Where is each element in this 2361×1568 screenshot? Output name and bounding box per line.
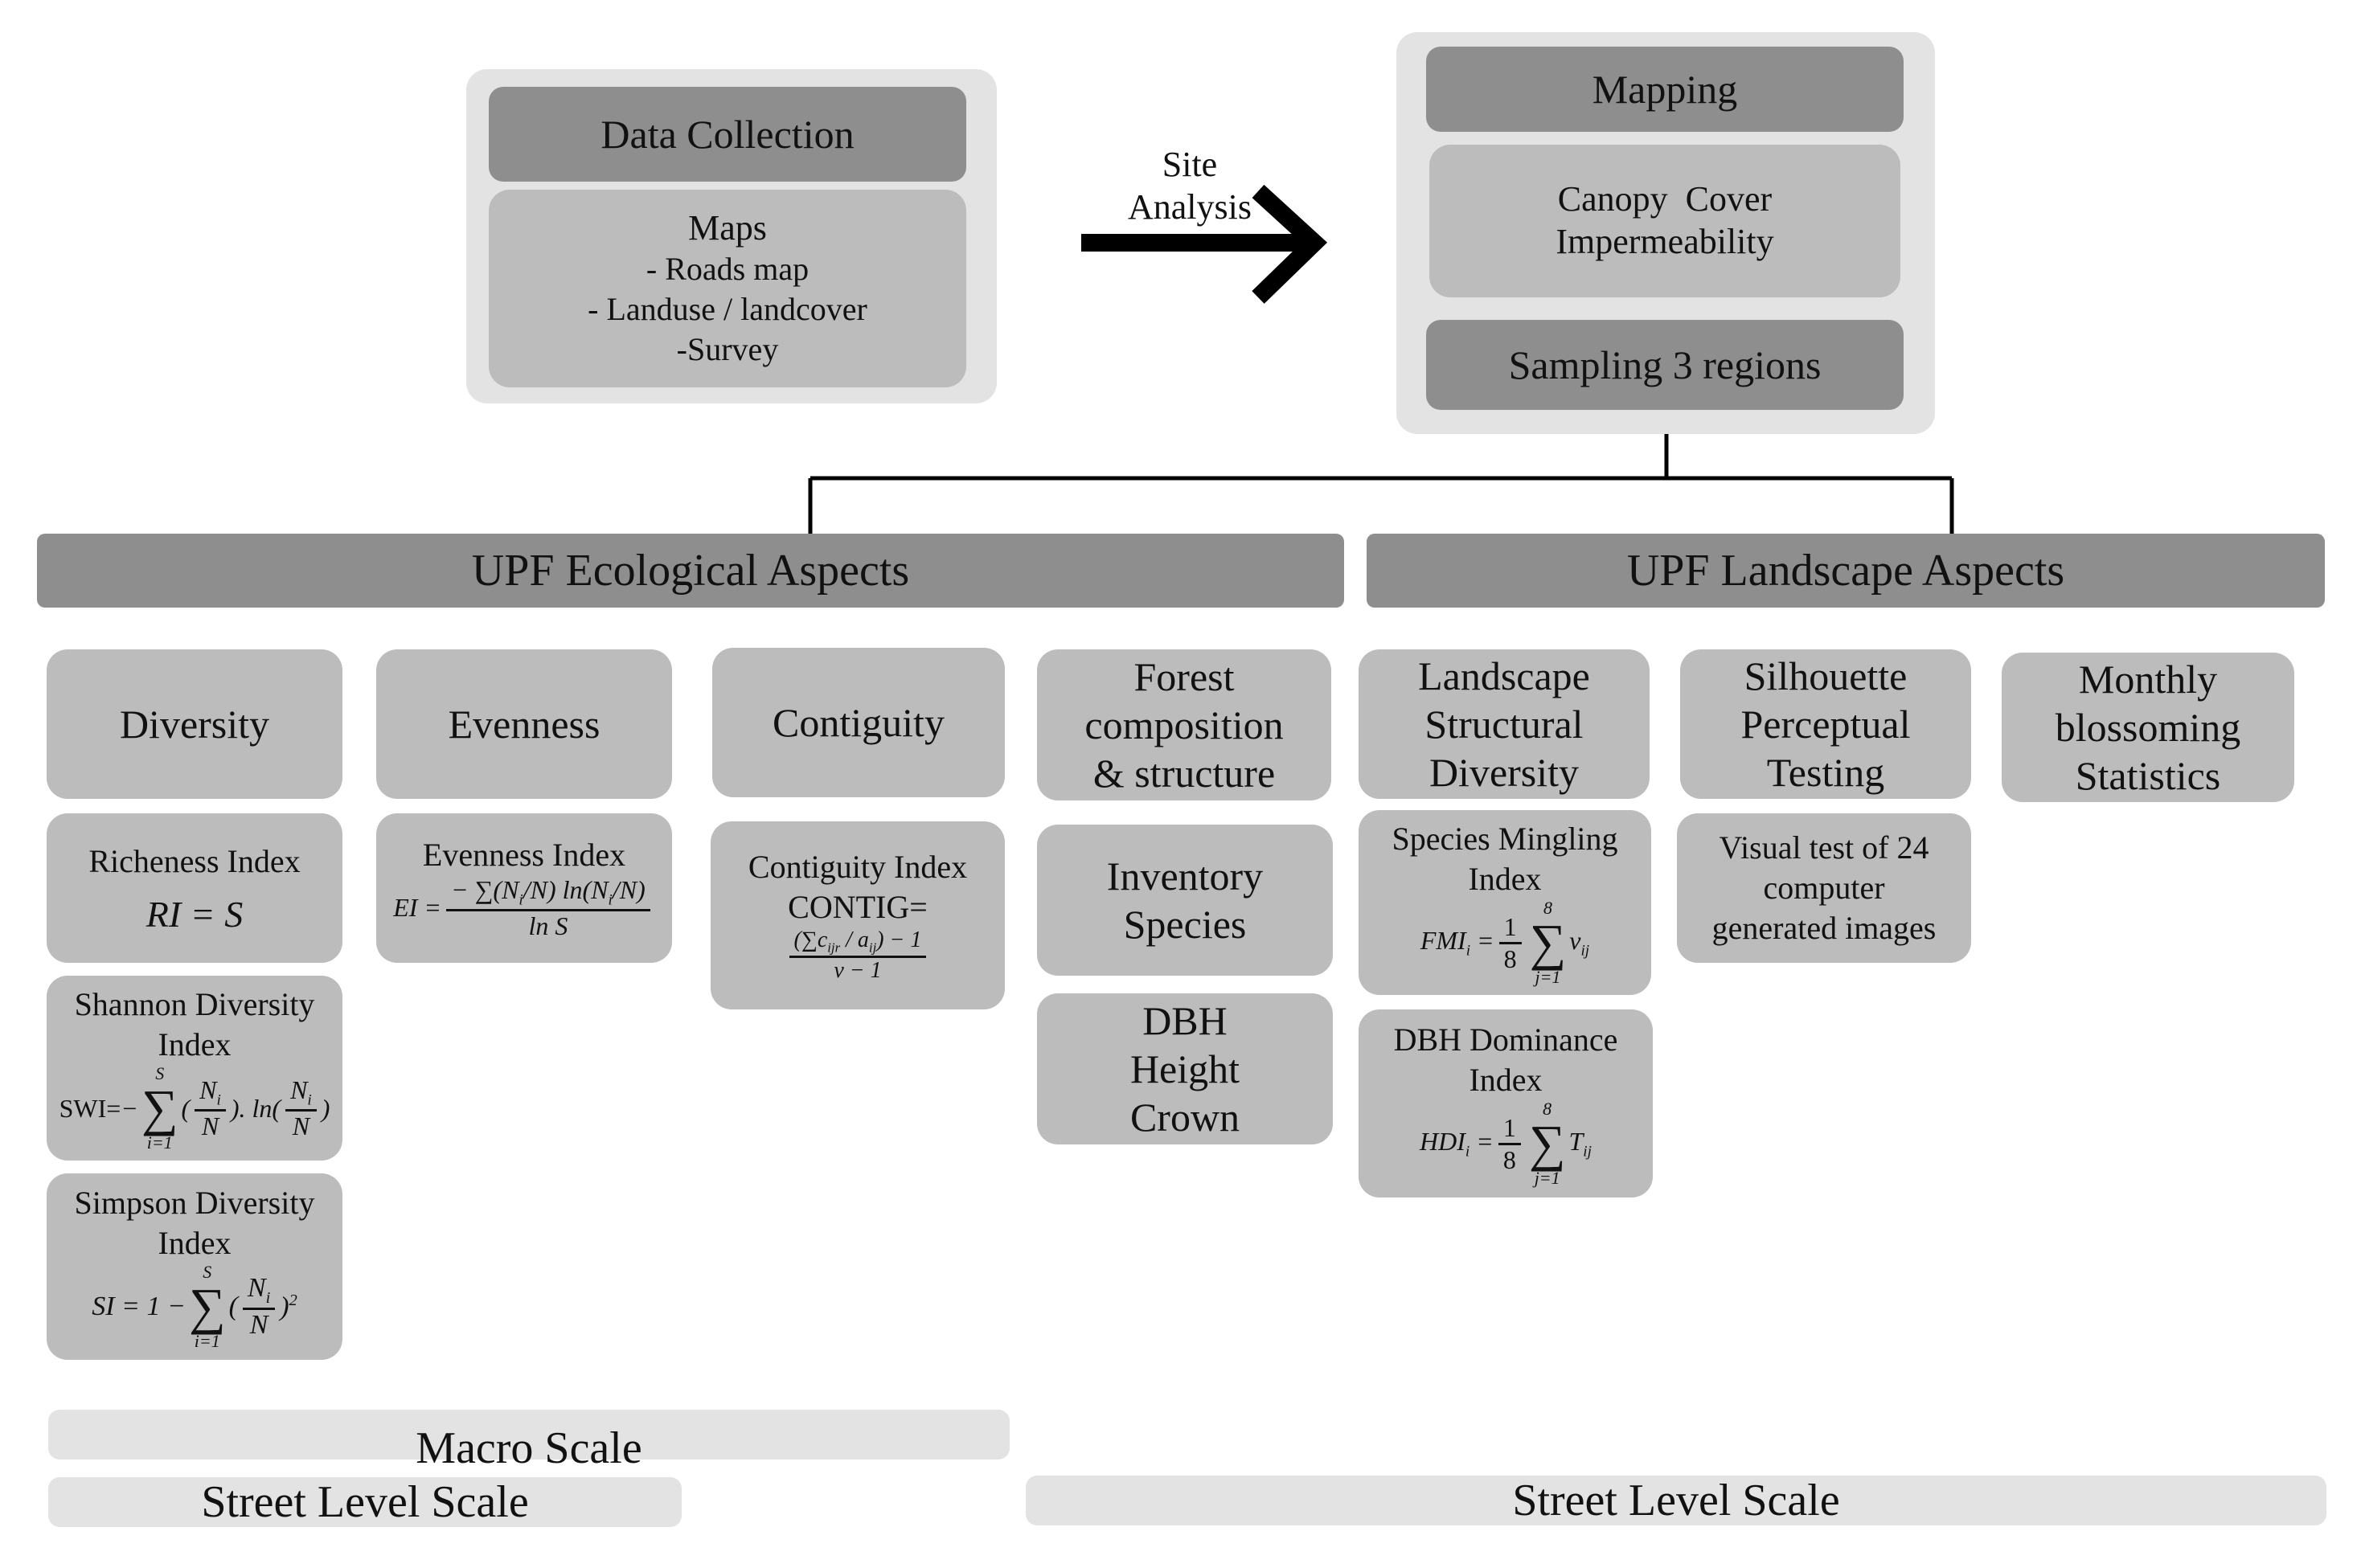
landscape-aspects-header: UPF Landscape Aspects [1367,534,2325,608]
forest-line-2: composition [1084,702,1284,747]
landscape-structural-box: Landscape Structural Diversity [1359,649,1650,799]
contiguity-formula-label: CONTIG= [788,888,928,925]
dbh-dominance-title-2: Index [1469,1062,1543,1098]
species-label: Species [1123,902,1247,947]
landscape-line-3: Diversity [1428,750,1580,795]
dbh-dominance-title-1: DBH Dominance [1393,1021,1618,1058]
silhouette-line-1: Silhouette [1744,653,1908,698]
crown-label: Crown [1129,1095,1240,1140]
shannon-prefix: SWI= [59,1093,121,1123]
maps-item-roads: - Roads map [646,251,810,288]
mapping-title: Mapping [1426,47,1904,132]
contiguity-box: Contiguity [712,648,1005,797]
maps-item-landuse: - Landuse / landcover [588,291,867,328]
evenness-index-title: Evenness Index [422,836,626,873]
mingling-title-1: Species Mingling [1392,821,1618,857]
inventory-species-box: Inventory Species [1037,825,1333,976]
street-level-scale-left: Street Level Scale [48,1477,682,1527]
evenness-box: Evenness [376,649,672,799]
richness-index-box: Richeness Index RI = S [47,813,342,963]
visual-test-box: Visual test of 24 computer generated ima… [1677,813,1971,963]
visual-test-line-2: computer [1763,870,1885,906]
silhouette-testing-box: Silhouette Perceptual Testing [1680,649,1971,799]
forest-line-3: & structure [1092,751,1276,796]
simpson-index-box: Simpson Diversity Index SI = 1 − S∑i=1 (… [47,1173,342,1360]
dbh-height-crown-box: DBH Height Crown [1037,993,1333,1144]
mingling-title-2: Index [1468,861,1542,897]
monthly-line-1: Monthly [2078,657,2218,702]
impermeability-label: Impermeability [1556,222,1774,261]
site-label: Site [1162,145,1218,185]
inventory-label: Inventory [1106,854,1264,899]
data-collection-title: Data Collection [489,87,966,182]
diversity-box: Diversity [47,649,342,799]
ecological-aspects-header: UPF Ecological Aspects [37,534,1344,608]
maps-heading: Maps [688,207,767,248]
canopy-cover-label: Canopy Cover [1557,179,1773,219]
height-label: Height [1129,1046,1240,1091]
silhouette-line-3: Testing [1766,750,1885,795]
monthly-line-3: Statistics [2075,753,2221,798]
analysis-label: Analysis [1128,187,1252,227]
monthly-line-2: blossoming [2055,705,2241,750]
contiguity-index-box: Contiguity Index CONTIG= (∑cijr / aij) −… [711,821,1005,1009]
landscape-line-2: Structural [1424,702,1584,747]
contiguity-index-title: Contiguity Index [748,848,968,885]
monthly-blossoming-box: Monthly blossoming Statistics [2002,653,2294,802]
dbh-label: DBH [1142,998,1228,1043]
macro-scale-bar: Macro Scale [48,1410,1010,1473]
simpson-index-title: Simpson Diversity Index [74,1185,315,1261]
evenness-formula: EI = − ∑(Ni/N) ln(Ni/N)ln S [393,875,655,941]
richness-formula: RI = S [146,893,244,935]
shannon-index-title: Shannon Diversity Index [74,986,315,1062]
landscape-line-1: Landscape [1418,653,1590,698]
evenness-index-box: Evenness Index EI = − ∑(Ni/N) ln(Ni/N)ln… [376,813,672,963]
street-level-scale-right: Street Level Scale [1026,1476,2326,1525]
richness-index-title: Richeness Index [88,842,301,879]
visual-test-line-3: generated images [1711,910,1937,946]
maps-box: Maps - Roads map - Landuse / landcover -… [489,190,966,387]
mapping-items-box: Canopy Cover Impermeability [1429,145,1900,297]
silhouette-line-2: Perceptual [1740,702,1911,747]
site-analysis-label: Site Analysis [1109,138,1270,235]
sampling-regions: Sampling 3 regions [1426,320,1904,410]
branch-connector [808,434,1954,534]
shannon-index-box: Shannon Diversity Index SWI= − S∑i=1 (Ni… [47,976,342,1161]
maps-item-survey: -Survey [676,331,779,368]
visual-test-line-1: Visual test of 24 [1719,829,1929,866]
forest-composition-box: Forest composition & structure [1037,649,1331,800]
site-analysis-arrow [1081,184,1328,304]
forest-line-1: Forest [1133,654,1235,699]
